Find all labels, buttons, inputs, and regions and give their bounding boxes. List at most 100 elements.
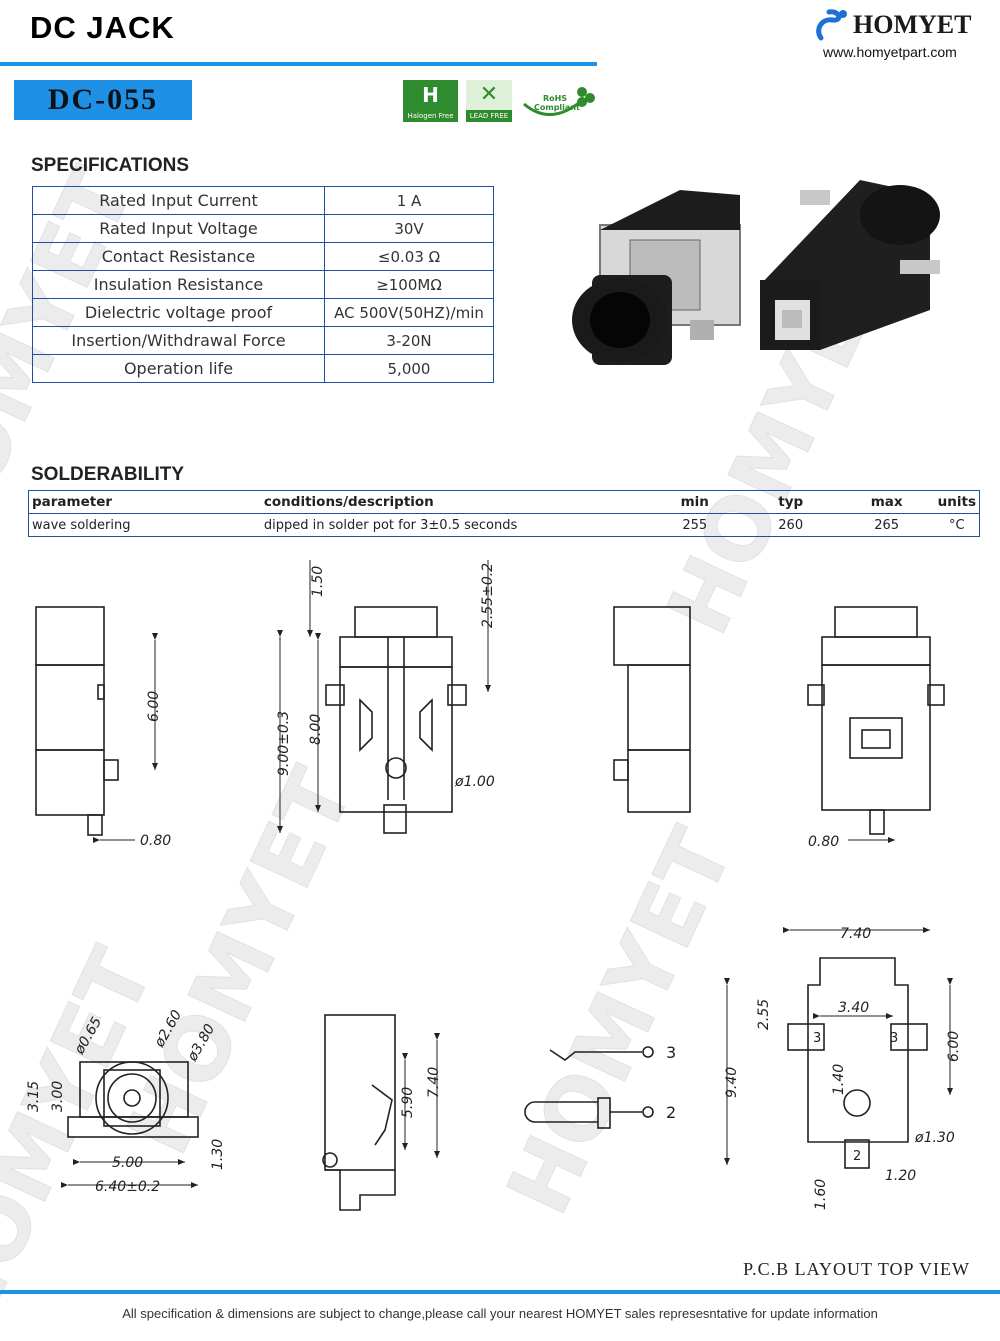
- pin-label: 3: [666, 1043, 676, 1062]
- dim-label: 1.30: [210, 1139, 226, 1170]
- dim-label: 7.40: [426, 1067, 442, 1098]
- footer-divider: [0, 1290, 1000, 1294]
- table-row: wave soldering dipped in solder pot for …: [29, 514, 980, 537]
- dim-label: 3.15: [26, 1081, 42, 1112]
- dim-label: 9.40: [724, 1067, 740, 1098]
- column-header: max: [838, 490, 935, 514]
- face-view: [67, 1061, 199, 1138]
- solderability-table: parameter conditions/description min typ…: [28, 490, 980, 537]
- spec-value: 3-20N: [324, 326, 494, 355]
- technical-drawing: 6.00 0.80 1.50 2.55±0.2 9.00±0.3 8.00 ø1…: [26, 560, 962, 1211]
- table-row: Insulation Resistance≥100MΩ: [32, 270, 494, 299]
- column-header: min: [646, 490, 743, 514]
- back-view: [807, 606, 945, 835]
- pcb-layout-label: P.C.B LAYOUT TOP VIEW: [743, 1259, 970, 1279]
- spec-value: 1 A: [324, 186, 494, 215]
- jack-back-view: [760, 180, 940, 350]
- dim-label: 3.40: [838, 1000, 869, 1016]
- pad-label: 2: [853, 1149, 861, 1164]
- cert-label: Halogen Free: [403, 110, 458, 122]
- dim-label: 1.60: [813, 1179, 829, 1210]
- spec-name: Insulation Resistance: [32, 270, 325, 299]
- front-view: [325, 606, 467, 834]
- dim-label: 8.00: [308, 714, 324, 745]
- dim-label: 7.40: [840, 926, 871, 942]
- cert-halogen-free: H Halogen Free: [403, 80, 458, 122]
- dim-label: ø1.30: [914, 1130, 955, 1146]
- spec-value: AC 500V(50HZ)/min: [324, 298, 494, 327]
- lead-free-icon: ✕: [466, 80, 512, 110]
- cross-section-view: [322, 1014, 396, 1211]
- schematic-symbol: [524, 1046, 654, 1129]
- footer-note: All specification & dimensions are subje…: [122, 1306, 878, 1321]
- dim-label: 6.00: [146, 691, 162, 722]
- cert-lead-free: ✕ LEAD FREE: [466, 80, 512, 122]
- dim-label: 1.40: [831, 1064, 847, 1095]
- side-view-right: [613, 606, 691, 813]
- spec-value: 30V: [324, 214, 494, 243]
- cert-label: RoHS Compliant: [534, 94, 580, 112]
- column-header: units: [934, 490, 980, 514]
- jack-front-view: [572, 190, 741, 365]
- dim-label: 3.00: [50, 1081, 66, 1112]
- table-header-row: parameter conditions/description min typ…: [28, 490, 980, 514]
- table-cell: 265: [874, 517, 900, 533]
- pin-label: 2: [666, 1103, 676, 1122]
- dim-label: 0.80: [140, 833, 171, 849]
- model-number: DC-055: [14, 80, 192, 120]
- spec-name: Insertion/Withdrawal Force: [32, 326, 325, 355]
- dim-label: 6.40±0.2: [95, 1179, 160, 1195]
- table-cell: 255: [682, 517, 708, 533]
- side-view-left: [35, 606, 119, 836]
- spec-name: Rated Input Current: [32, 186, 325, 215]
- spec-value: ≤0.03 Ω: [324, 242, 494, 271]
- dim-label: 1.20: [885, 1168, 916, 1184]
- spec-value: 5,000: [324, 354, 494, 383]
- dim-label: 5.90: [400, 1087, 416, 1118]
- dim-label: 1.50: [310, 566, 326, 597]
- dim-label: ø0.65: [71, 1015, 105, 1058]
- specifications-title: SPECIFICATIONS: [31, 155, 189, 176]
- dim-label: ø1.00: [454, 774, 495, 790]
- homyet-logo-icon: [816, 9, 847, 41]
- pad-label: 3: [890, 1031, 898, 1046]
- brand-logo: HOMYET www.homyetpart.com: [813, 6, 988, 66]
- spec-name: Contact Resistance: [32, 242, 325, 271]
- table-cell: wave soldering: [32, 517, 131, 533]
- brand-url: www.homyetpart.com: [823, 44, 957, 60]
- brand-name: HOMYET: [853, 10, 972, 39]
- dim-label: ø3.80: [184, 1022, 218, 1065]
- column-header: typ: [742, 490, 839, 514]
- table-cell: °C: [949, 517, 965, 533]
- dim-label: 2.55: [756, 999, 772, 1030]
- rohs-icon: [523, 87, 595, 116]
- table-row: Contact Resistance≤0.03 Ω: [32, 242, 494, 271]
- pcb-layout: [787, 957, 928, 1169]
- product-photo: [572, 180, 940, 365]
- spec-name: Dielectric voltage proof: [32, 298, 325, 327]
- table-cell: 260: [778, 517, 804, 533]
- dim-label: 5.00: [112, 1155, 143, 1171]
- dim-label: 9.00±0.3: [276, 711, 292, 776]
- pad-label: 3: [813, 1031, 821, 1046]
- page-title: DC JACK: [30, 10, 175, 45]
- dim-label: 2.55±0.2: [480, 563, 496, 628]
- cert-label: LEAD FREE: [466, 110, 512, 122]
- dim-label: ø2.60: [151, 1008, 185, 1051]
- column-header: parameter: [28, 490, 261, 514]
- column-header: conditions/description: [260, 490, 647, 514]
- header-divider: [0, 62, 597, 66]
- spec-name: Operation life: [32, 354, 325, 383]
- dim-label: 0.80: [808, 834, 839, 850]
- spec-value: ≥100MΩ: [324, 270, 494, 299]
- spec-name: Rated Input Voltage: [32, 214, 325, 243]
- solderability-title: SOLDERABILITY: [31, 464, 185, 485]
- dim-label: 6.00: [946, 1031, 962, 1062]
- halogen-free-icon: H: [403, 80, 458, 110]
